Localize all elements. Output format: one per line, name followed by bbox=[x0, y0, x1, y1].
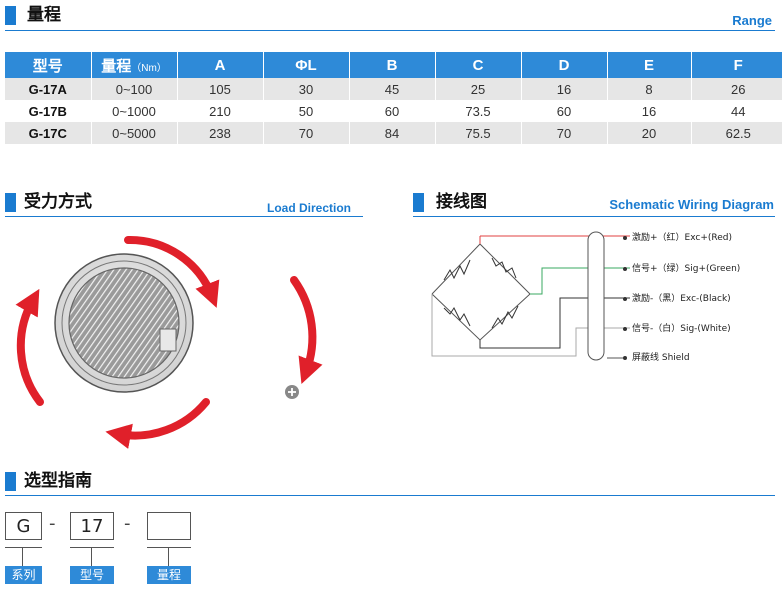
arrow-bottom bbox=[105, 398, 210, 449]
sensor-disc bbox=[54, 253, 194, 393]
section-divider bbox=[5, 495, 775, 496]
table-cell: 45 bbox=[349, 78, 436, 100]
arrow-top bbox=[124, 235, 220, 308]
wire-endpoints bbox=[607, 236, 627, 360]
cable-bundle bbox=[587, 231, 605, 361]
table-cell: 70 bbox=[521, 122, 608, 144]
table-cell: 0~1000 bbox=[91, 100, 178, 122]
spec-table: 型号 量程（Nm） A ΦL B C D E F G-17A 0~100 105… bbox=[5, 52, 782, 144]
wiring-diagram bbox=[431, 231, 630, 361]
table-cell: G-17C bbox=[5, 122, 92, 144]
table-cell: 0~100 bbox=[91, 78, 178, 100]
wire-label-exc-minus: 激励-（黑）Exc-(Black) bbox=[632, 294, 731, 304]
table-cell: 60 bbox=[521, 100, 608, 122]
load-direction-figure bbox=[15, 235, 323, 449]
range-title: 量程 bbox=[27, 5, 61, 25]
table-cell: 8 bbox=[607, 78, 692, 100]
table-cell: 84 bbox=[349, 122, 436, 144]
range-box bbox=[147, 512, 191, 540]
underline bbox=[147, 547, 191, 548]
section-marker bbox=[5, 6, 16, 25]
wire-exc-minus bbox=[479, 297, 630, 349]
wire-label-exc-plus: 激励+（红）Exc+(Red) bbox=[632, 233, 733, 243]
header-e: E bbox=[607, 52, 692, 78]
header-b: B bbox=[349, 52, 436, 78]
separator: - bbox=[124, 513, 131, 534]
table-cell: 70 bbox=[263, 122, 350, 144]
model-tag: 型号 bbox=[70, 566, 114, 584]
table-cell: 50 bbox=[263, 100, 350, 122]
table-row: G-17A 0~100 105 30 45 25 16 8 26 bbox=[5, 78, 782, 100]
wheatstone-bridge bbox=[431, 243, 531, 341]
wire-label-sig-plus: 信号+（绿）Sig+(Green) bbox=[632, 264, 741, 274]
connector bbox=[22, 547, 23, 566]
plus-icon bbox=[285, 385, 299, 399]
section-marker bbox=[5, 193, 16, 212]
table-cell: 210 bbox=[177, 100, 264, 122]
wire-sig-plus bbox=[530, 267, 630, 295]
wire-label-sig-minus: 信号-（白）Sig-(White) bbox=[632, 324, 731, 334]
load-title: 受力方式 bbox=[24, 192, 92, 212]
header-c: C bbox=[435, 52, 522, 78]
table-cell: 105 bbox=[177, 78, 264, 100]
table-row: G-17B 0~1000 210 50 60 73.5 60 16 44 bbox=[5, 100, 782, 122]
header-range-unit: （Nm） bbox=[131, 62, 167, 74]
table-cell: 16 bbox=[521, 78, 608, 100]
separator: - bbox=[49, 513, 56, 534]
table-cell: 25 bbox=[435, 78, 522, 100]
table-cell: 238 bbox=[177, 122, 264, 144]
table-cell: 62.5 bbox=[691, 122, 782, 144]
section-marker bbox=[5, 472, 16, 491]
table-cell: 73.5 bbox=[435, 100, 522, 122]
range-tag: 量程 bbox=[147, 566, 191, 584]
table-cell: 26 bbox=[691, 78, 782, 100]
series-box: G bbox=[5, 512, 42, 540]
rotation-arrows bbox=[15, 235, 323, 449]
section-divider bbox=[413, 216, 775, 217]
table-cell: G-17B bbox=[5, 100, 92, 122]
section-marker bbox=[413, 193, 424, 212]
underline bbox=[70, 547, 114, 548]
table-cell: 60 bbox=[349, 100, 436, 122]
section-divider bbox=[5, 216, 363, 217]
header-phil: ΦL bbox=[263, 52, 350, 78]
header-a: A bbox=[177, 52, 264, 78]
wiring-title-en: Schematic Wiring Diagram bbox=[609, 197, 774, 212]
header-model: 型号 bbox=[5, 52, 92, 78]
load-title-en: Load Direction bbox=[267, 201, 352, 215]
header-f: F bbox=[691, 52, 782, 78]
table-row: G-17C 0~5000 238 70 84 75.5 70 20 62.5 bbox=[5, 122, 782, 144]
selection-title: 选型指南 bbox=[24, 471, 92, 491]
table-cell: 75.5 bbox=[435, 122, 522, 144]
range-title-en: Range bbox=[732, 13, 772, 28]
wiring-title: 接线图 bbox=[436, 192, 487, 212]
connector bbox=[91, 547, 92, 566]
underline bbox=[5, 547, 42, 548]
arrow-right bbox=[290, 276, 323, 384]
header-d: D bbox=[521, 52, 608, 78]
series-tag: 系列 bbox=[5, 566, 42, 584]
wire-label-shield: 屏蔽线 Shield bbox=[632, 353, 690, 363]
table-cell: G-17A bbox=[5, 78, 92, 100]
arrow-left bbox=[15, 288, 44, 406]
table-cell: 30 bbox=[263, 78, 350, 100]
table-cell: 0~5000 bbox=[91, 122, 178, 144]
connector bbox=[168, 547, 169, 566]
table-cell: 44 bbox=[691, 100, 782, 122]
header-range-label: 量程 bbox=[101, 57, 132, 75]
model-box: 17 bbox=[70, 512, 114, 540]
section-divider bbox=[5, 30, 775, 31]
table-cell: 16 bbox=[607, 100, 692, 122]
table-header-row: 型号 量程（Nm） A ΦL B C D E F bbox=[5, 52, 782, 78]
table-cell: 20 bbox=[607, 122, 692, 144]
header-range: 量程（Nm） bbox=[91, 52, 178, 78]
